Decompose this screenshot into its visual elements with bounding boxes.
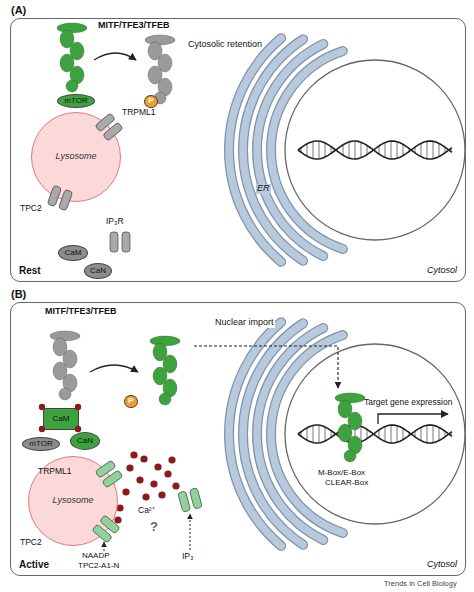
protein-bound [335,393,365,462]
node-label: Lysosome [53,496,94,506]
node-label: CaM [53,415,70,424]
node-label: mTOR [64,97,87,106]
panel-box: (B)ActiveCytosolPCaMCaNmTORLysosome [10,302,466,576]
expression-arrow [378,414,448,424]
trpml1-channel [95,113,123,141]
can-ellipse: CaN [84,263,112,279]
channel-name: IP₃R [106,217,124,226]
arrow [90,365,138,372]
dna-helix [298,141,452,159]
tpc2-channel [47,185,73,211]
watermark: Trends in Cell Biology [384,580,457,588]
channel-name: TPC2 [20,538,42,547]
panel-letter: (B) [11,288,26,300]
motif-name: CLEAR-Box [325,479,368,488]
panel-state: Active [19,559,49,570]
protein-inactive [145,35,175,104]
node-label: CaN [77,437,93,446]
panel-box: (A)RestCytosolPmTORLysosomeCaMCaN [10,18,466,282]
state-note: Cytosolic retention [188,40,262,50]
phosphate-circle: P [124,395,137,408]
ion-name: Ca²⁺ [138,506,155,515]
nucleus [285,60,465,240]
protein-active [150,336,180,405]
protein-name: MITF/TFE3/TFEB [98,21,170,31]
calcium-ions [114,451,179,523]
node-label: mTOR [29,440,52,449]
node-label: P [128,397,133,406]
cam-box: CaM [43,408,79,430]
can-ellipse: CaN [70,432,100,450]
node-label: CaM [65,249,82,258]
protein-inactive [50,331,80,400]
compartment-label: Cytosol [427,560,457,570]
messenger-name: NAADP [82,552,110,561]
panel-state: Rest [19,265,41,276]
dashed-arrow [190,514,191,550]
dna-helix [298,425,452,443]
mtor-ellipse: mTOR [57,94,95,108]
arrow [94,53,136,60]
node-label: P [148,97,153,106]
channel-name: TRPML1 [38,467,72,476]
tpc2-channel [92,515,120,543]
protein-name: MITF/TFE3/TFEB [45,307,117,317]
dashed-arrow [104,542,105,551]
cam-ellipse: CaM [58,245,88,261]
process-note: Target gene expression [364,398,452,407]
ip3r-channel [110,232,130,252]
import-arrow [194,346,338,388]
process-note: Nuclear import [214,318,275,328]
phosphate-circle: P [144,95,157,108]
channel-name: TRPML1 [122,108,156,117]
nucleus [285,344,465,524]
mtor-ellipse: mTOR [22,437,60,451]
question-mark: ? [150,520,158,534]
panel-letter: (A) [11,4,26,16]
channel-name: TPC2 [20,204,42,213]
organelle-name: ER [256,184,271,194]
ip3r-channel [178,488,202,512]
agonist-name: TPC2-A1-N [78,562,119,571]
messenger-name: IP₃ [182,552,194,561]
protein-active [57,23,87,92]
node-label: CaN [90,267,106,276]
node-label: Lysosome [56,152,97,162]
compartment-label: Cytosol [427,266,457,276]
calcium-bound [39,404,81,432]
motif-name: M-Box/E-Box [318,469,365,478]
trpml1-channel [95,460,123,488]
